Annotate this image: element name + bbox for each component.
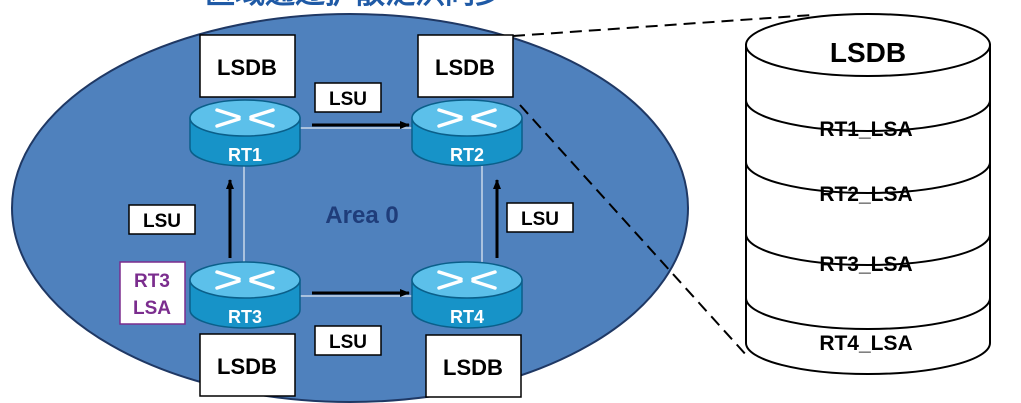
lsu-label-right: LSU	[506, 202, 574, 233]
svg-text:LSU: LSU	[329, 89, 367, 110]
router-rt1[interactable]: RT1	[189, 99, 301, 167]
lsdb-box-rt4: LSDB	[425, 334, 522, 398]
router-label: RT2	[450, 145, 484, 165]
svg-text:LSU: LSU	[143, 211, 181, 232]
title-fragment: 区域通过扩散泛洪同步	[205, 0, 505, 10]
svg-text:LSDB: LSDB	[443, 355, 503, 380]
lsdb-box-rt3: LSDB	[199, 333, 296, 397]
lsdb-box-rt2: LSDB	[417, 34, 514, 98]
database-entry: RT4_LSA	[819, 332, 912, 355]
router-arrows-icon	[215, 270, 275, 290]
area-label: Area 0	[325, 202, 398, 229]
router-label: RT3	[228, 307, 262, 327]
database-entry: RT2_LSA	[819, 183, 912, 206]
router-rt3[interactable]: RT3	[189, 261, 301, 329]
svg-text:LSDB: LSDB	[217, 354, 277, 379]
rt3-lsa-line2: LSA	[133, 298, 171, 319]
svg-text:LSU: LSU	[521, 209, 559, 230]
router-rt4[interactable]: RT4	[411, 261, 523, 329]
router-label: RT1	[228, 145, 262, 165]
rt3-lsa-line1: RT3	[134, 271, 170, 292]
router-label: RT4	[450, 307, 484, 327]
router-links	[243, 127, 483, 297]
lsu-label-bottom: LSU	[314, 325, 382, 356]
lsdb-box-rt1: LSDB	[199, 34, 296, 98]
svg-text:LSDB: LSDB	[435, 55, 495, 80]
router-rt2[interactable]: RT2	[411, 99, 523, 167]
lsu-label-top: LSU	[314, 82, 382, 113]
database-entry: RT3_LSA	[819, 253, 912, 276]
router-arrows-icon	[437, 270, 497, 290]
database-title: LSDB	[830, 37, 906, 68]
router-arrows-icon	[215, 108, 275, 128]
svg-text:LSU: LSU	[329, 332, 367, 353]
router-arrows-icon	[437, 108, 497, 128]
lsu-label-left: LSU	[128, 204, 196, 235]
svg-text:LSDB: LSDB	[217, 55, 277, 80]
database-entry: RT1_LSA	[819, 118, 912, 141]
lsdb-database-cylinder: LSDB RT1_LSA RT2_LSA RT3_LSA RT4_LSA	[745, 13, 991, 375]
zoom-line-top	[512, 14, 813, 37]
rt3-lsa-box: RT3 LSA	[119, 261, 186, 325]
